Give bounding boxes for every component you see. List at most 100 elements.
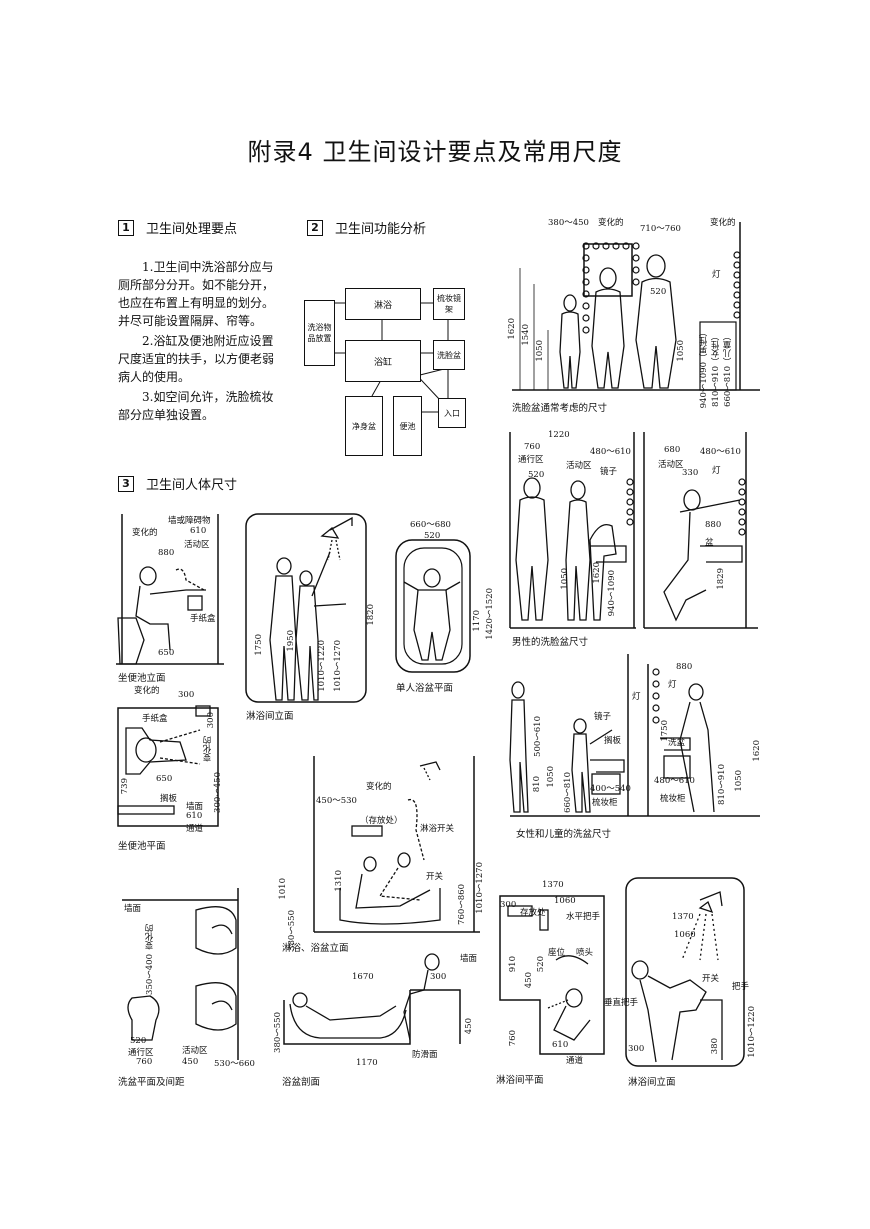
dim-label: 610 (186, 811, 203, 821)
dim-label: 座位 (548, 948, 566, 958)
dim-label: 680 (664, 445, 681, 455)
dim-label: 变化的 (134, 686, 160, 696)
dim-label: 940～1090（男性） (699, 328, 709, 409)
dim-label: 1050 (546, 766, 556, 788)
paragraph-1: 1.卫生间中洗浴部分应与厕所部分分开。如不能分开，也应在布置上有明显的划分。并尽… (118, 260, 275, 328)
shower-elevation-1-drawing (245, 513, 367, 703)
box-vanity-mirror: 梳妆镜架 (433, 288, 465, 320)
dim-label: 1950 (286, 630, 296, 652)
dim-label: 1370 (542, 880, 564, 890)
basin-male-drawing (509, 432, 758, 629)
dim-label: 墙面 (186, 802, 204, 812)
dim-label: 450 (464, 1018, 474, 1035)
basin-female-drawing (509, 654, 760, 817)
dim-label: 810 (532, 776, 542, 793)
dim-label: 盆 (705, 538, 714, 548)
dim-label: 480～610 (654, 776, 695, 786)
dim-label: 660～810（儿童） (723, 332, 733, 407)
dim-label: 1010～1220 (317, 640, 327, 692)
dim-label: 1620 (507, 318, 517, 340)
dim-label: 610 (552, 1040, 569, 1050)
figure-caption: 单人浴盆平面 (396, 683, 454, 694)
dim-label: 1010～1270 (333, 640, 343, 692)
box-toilet: 便池 (393, 396, 422, 456)
dim-label: 480～610 (700, 447, 741, 457)
dim-label: 330 (682, 468, 699, 478)
dim-label: 760 (136, 1057, 153, 1067)
dim-label: 1670 (352, 972, 374, 982)
bathtub-plan-drawing (395, 539, 471, 673)
dim-label: 810～910（女性） (711, 332, 721, 407)
dim-label: 手纸盒 (190, 614, 216, 624)
dim-label: 910 (508, 956, 518, 973)
dim-label: 300 (178, 690, 195, 700)
dim-label: 变化的 (366, 782, 392, 792)
dim-label: 变化的 (710, 218, 736, 228)
figure-caption: 淋浴间平面 (496, 1075, 544, 1086)
toilet-plan-drawing (117, 705, 219, 827)
dim-label: 380 (710, 1038, 720, 1055)
shower-elevation-2-drawing (625, 877, 745, 1067)
dim-label: 通道 (186, 824, 204, 834)
box-bidet: 净身盆 (345, 396, 383, 456)
dim-label: 活动区 (184, 540, 210, 550)
dim-label: 880 (158, 548, 175, 558)
dim-label: 530～660 (214, 1059, 255, 1069)
dim-label: 1620 (592, 562, 602, 584)
dim-label: 1220 (548, 430, 570, 440)
dim-label: 1750 (254, 634, 264, 656)
section-1-heading: 1 卫生间处理要点 (118, 218, 237, 237)
box-washbasin: 洗脸盆 (433, 340, 465, 370)
dim-label: 300～450 (213, 772, 223, 813)
bath-section-drawing (283, 953, 461, 1045)
figure-caption: 女性和儿童的洗盆尺寸 (516, 829, 612, 840)
dim-label: 1010 (278, 878, 288, 900)
dim-label: 760～860 (457, 884, 467, 925)
dim-label: 1060 (674, 930, 696, 940)
dim-label: 300 (500, 900, 517, 910)
dim-label: 880 (676, 662, 693, 672)
toilet-elevation-drawing (116, 514, 224, 665)
figure-caption: 淋浴间立面 (628, 1077, 676, 1088)
section-2-number: 2 (307, 219, 323, 236)
figure-caption: 淋浴、浴盆立面 (282, 943, 349, 954)
dim-label: 1010～1220 (747, 1006, 757, 1058)
dim-label: 墙或障碍物 (168, 516, 211, 526)
dim-label: 水平把手 (566, 912, 601, 922)
dim-label: 活动区 (658, 460, 684, 470)
section-1-text: 1.卫生间中洗浴部分应与厕所部分分开。如不能分开，也应在布置上有明显的划分。并尽… (118, 258, 284, 426)
dim-label: 灯 (668, 680, 677, 690)
dim-label: （存放处） (360, 816, 403, 826)
dim-label: 梳妆柜 (660, 794, 686, 804)
dim-label: 450 (182, 1057, 199, 1067)
box-shower: 淋浴 (345, 288, 421, 320)
page-title: 附录4 卫生间设计要点及常用尺度 (247, 138, 623, 166)
dim-label: 350～400 (145, 954, 155, 995)
figure-caption: 洗盆平面及间距 (118, 1077, 185, 1088)
dim-label: 镜子 (594, 712, 612, 722)
figure-caption: 男性的洗脸盆尺寸 (512, 637, 589, 648)
box-bathtub: 浴缸 (345, 340, 421, 382)
figure-caption: 浴盆剖面 (282, 1077, 321, 1088)
dim-label: 存放处 (520, 908, 546, 918)
figure-caption: 淋浴间立面 (246, 711, 294, 722)
dim-label: 1310 (334, 870, 344, 892)
dim-label: 变化的 (145, 924, 155, 950)
dim-label: 1820 (366, 604, 376, 626)
dim-label: 520 (424, 531, 441, 541)
dim-label: 1370 (672, 912, 694, 922)
dim-label: 灯 (712, 270, 721, 280)
dim-label: 淋浴开关 (420, 824, 455, 834)
dim-label: 1050 (734, 770, 744, 792)
dim-label: 1420～1520 (485, 588, 495, 640)
dim-label: 810～910 (717, 764, 727, 805)
dim-label: 520 (130, 1036, 147, 1046)
dim-label: 380～550 (273, 1012, 283, 1053)
dim-label: 镜子 (600, 467, 618, 477)
dim-label: 760 (524, 442, 541, 452)
shower-plan-drawing (499, 895, 605, 1055)
dim-label: 500～610 (533, 716, 543, 757)
dim-label: 活动区 (566, 461, 592, 471)
basin-common-drawing (512, 222, 760, 391)
